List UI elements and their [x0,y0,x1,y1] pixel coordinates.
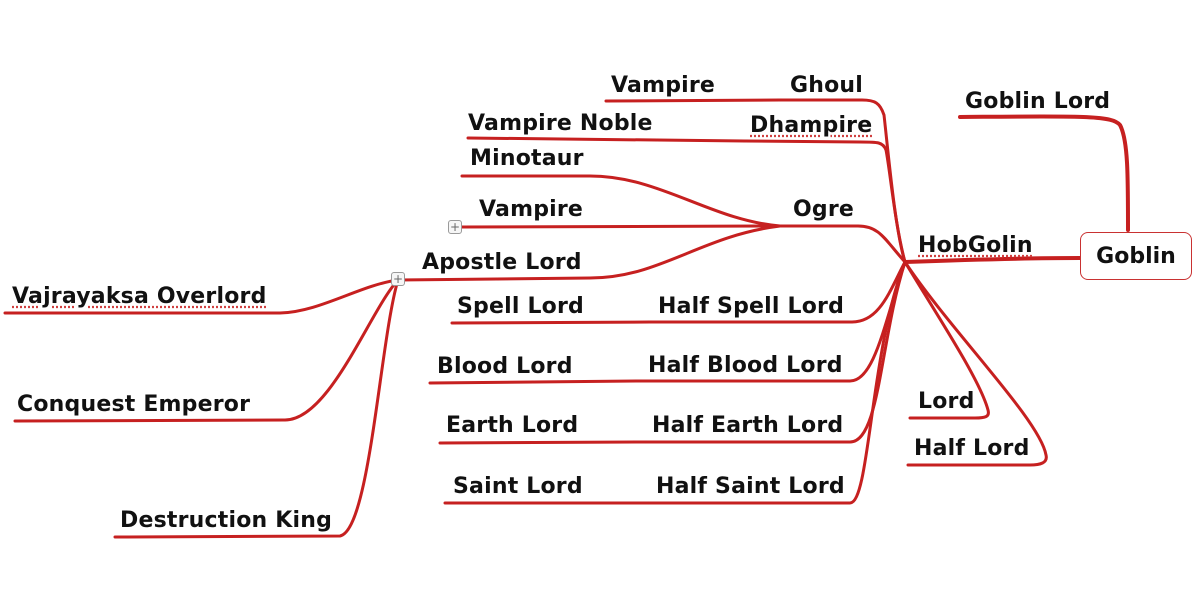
edge-earth-lord [438,440,647,445]
edge-vajrayaksa [3,278,400,315]
node-goblin-lord[interactable]: Goblin Lord [965,89,1111,114]
node-vampire-mid[interactable]: Vampire [479,197,584,222]
node-dhampire[interactable]: Dhampire [750,113,873,138]
root-node-goblin[interactable]: Goblin [1080,232,1192,280]
node-half-earth-lord[interactable]: Half Earth Lord [652,413,844,438]
node-blood-lord[interactable]: Blood Lord [437,354,573,379]
node-half-lord[interactable]: Half Lord [914,436,1030,461]
node-apostle-lord[interactable]: Apostle Lord [422,250,582,275]
node-vampire-top[interactable]: Vampire [611,73,716,98]
node-vajrayaksa-overlord[interactable]: Vajrayaksa Overlord [12,284,267,309]
node-earth-lord[interactable]: Earth Lord [446,413,579,438]
expand-plus-icon[interactable]: + [391,272,405,286]
node-conquest-emperor[interactable]: Conquest Emperor [17,392,251,417]
node-half-spell-lord[interactable]: Half Spell Lord [658,294,845,319]
edge-spell-lord [450,320,652,325]
node-ogre[interactable]: Ogre [793,197,855,222]
edge-vampire-top [604,98,782,103]
edge-goblin-lord [958,114,1130,232]
edge-vampire-noble [466,136,747,143]
node-spell-lord[interactable]: Spell Lord [457,294,584,319]
edge-dhampire [743,139,907,264]
edge-vampire-mid [460,224,782,229]
root-node-label: Goblin [1096,243,1176,269]
edge-minotaur [460,174,782,228]
node-minotaur[interactable]: Minotaur [470,146,584,171]
node-saint-lord[interactable]: Saint Lord [453,474,583,499]
edge-half-lord [903,260,1048,467]
edge-conquest [13,278,400,423]
edge-half-earth-lord [643,260,907,444]
node-destruction-king[interactable]: Destruction King [120,508,333,533]
node-ghoul[interactable]: Ghoul [790,73,864,98]
edge-half-saint-lord [646,260,907,505]
node-lord[interactable]: Lord [918,389,975,414]
edge-destruction [113,278,400,539]
node-half-saint-lord[interactable]: Half Saint Lord [656,474,845,499]
node-vampire-noble[interactable]: Vampire Noble [468,111,653,136]
edge-apostle-lord [396,224,782,282]
edge-lord [903,260,990,420]
edge-hobgolin [903,256,1082,264]
edge-blood-lord [428,379,642,385]
node-half-blood-lord[interactable]: Half Blood Lord [648,353,843,378]
node-hobgolin[interactable]: HobGolin [918,233,1033,258]
expand-plus-icon[interactable]: + [448,220,462,234]
edge-ogre [778,224,907,264]
